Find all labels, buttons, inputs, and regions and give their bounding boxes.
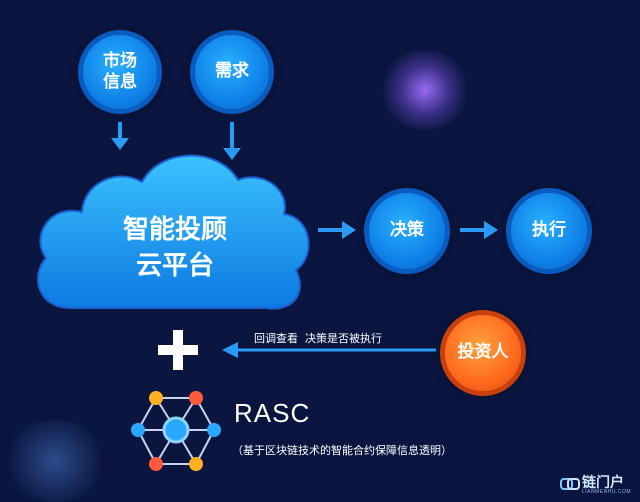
blue-glow-decoration xyxy=(0,420,110,502)
arrow-demand-to-platform xyxy=(223,122,241,160)
plus-icon xyxy=(158,330,198,370)
network-node-icon xyxy=(131,391,221,471)
watermark-domain: LIANMENHU.COM xyxy=(582,489,632,495)
watermark-brand: 链门户 xyxy=(582,475,624,491)
rasc-title: RASC xyxy=(234,398,311,428)
rasc-subtitle: （基于区块链技术的智能合约保障信息透明） xyxy=(232,444,452,457)
node-market-info: 市场 信息 xyxy=(78,30,162,114)
chain-link-icon xyxy=(560,478,580,490)
cloud-shape xyxy=(37,154,310,310)
arrow-feedback xyxy=(222,342,436,358)
node-investor: 投资人 xyxy=(440,310,526,396)
node-execute: 执行 xyxy=(506,188,592,274)
node-market-info-label: 市场 信息 xyxy=(103,50,137,92)
purple-glow-decoration xyxy=(380,50,470,130)
node-investor-label: 投资人 xyxy=(457,342,509,363)
node-platform-label: 智能投顾 云平台 xyxy=(122,215,227,281)
node-platform: 智能投顾 云平台 xyxy=(60,212,290,284)
watermark-logo: 链门户 LIANMENHU.COM xyxy=(560,472,636,498)
arrow-market-to-platform xyxy=(111,122,129,150)
arrow-platform-to-decision xyxy=(318,221,356,239)
arrow-decision-to-execute xyxy=(460,221,498,239)
node-execute-label: 执行 xyxy=(532,220,566,241)
node-demand: 需求 xyxy=(190,30,274,114)
node-decision: 决策 xyxy=(364,188,450,274)
node-decision-label: 决策 xyxy=(390,220,424,241)
feedback-label: 回调查看 决策是否被执行 xyxy=(254,332,382,345)
node-demand-label: 需求 xyxy=(215,61,249,82)
